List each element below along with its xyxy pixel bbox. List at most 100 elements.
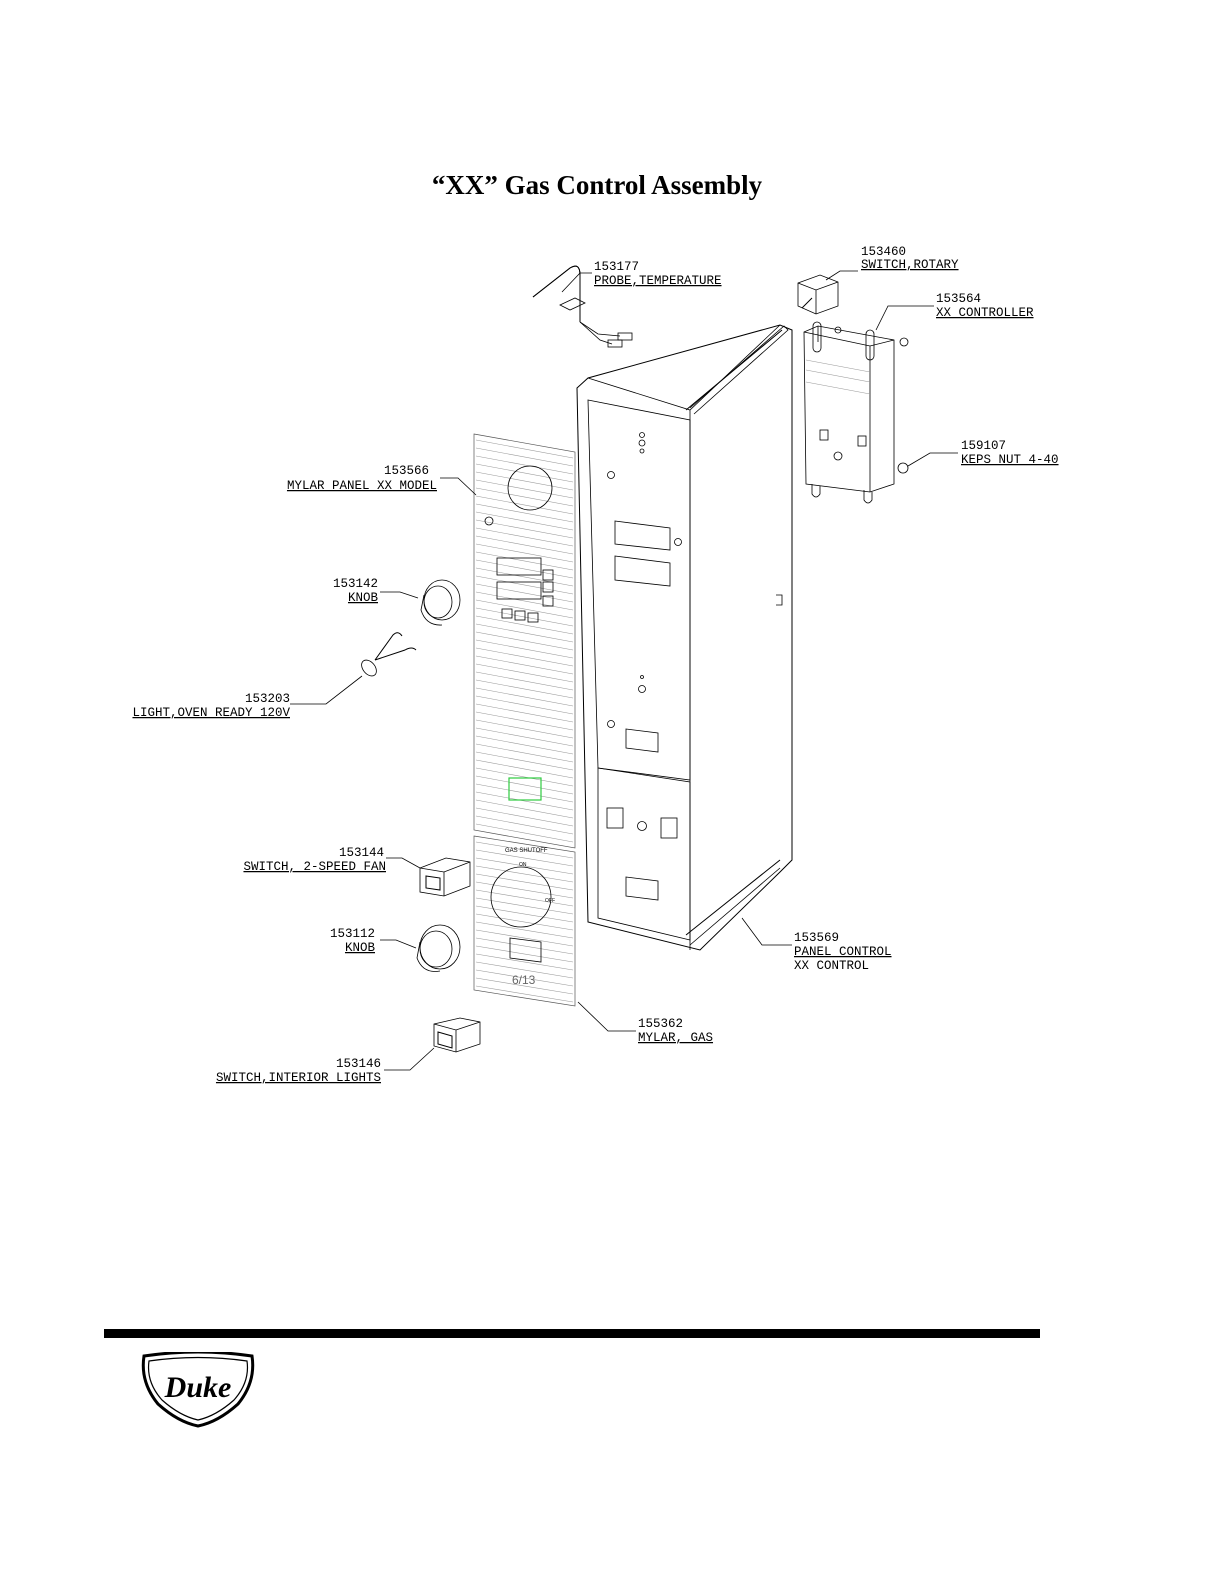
logo-text: Duke: [164, 1371, 232, 1404]
page-title: “XX” Gas Control Assembly: [431, 170, 763, 200]
panel-control-part: [576, 324, 793, 951]
panel-rib-line: [475, 937, 574, 955]
panel-rib-line: [475, 511, 574, 531]
callout-159107-desc: KEPS NUT 4-40: [961, 453, 1059, 467]
panel-rib-line: [475, 631, 574, 651]
temperature-probe-part: [532, 265, 633, 348]
panel-rib-line: [475, 857, 574, 875]
panel-rib-line: [475, 471, 574, 491]
panel-rib-line: [475, 639, 574, 659]
panel-rib-line: [475, 727, 574, 747]
gas-shutoff-label: GAS SHUTOFF: [505, 848, 548, 854]
part-callouts: 153177 PROBE,TEMPERATURE 153460 SWITCH,R…: [132, 245, 1058, 1085]
panel-rib-line: [475, 759, 574, 779]
panel-rib-line: [475, 647, 574, 667]
panel-rib-line: [475, 479, 574, 499]
callout-153203-desc: LIGHT,OVEN READY 120V: [132, 706, 290, 720]
panel-rib-line: [475, 463, 574, 483]
callout-153569-desc2: XX CONTROL: [794, 959, 869, 973]
callout-153177-desc: PROBE,TEMPERATURE: [594, 274, 722, 288]
panel-rib-line: [475, 849, 574, 867]
panel-rib-line: [475, 695, 574, 715]
panel-rib-line: [475, 945, 574, 963]
panel-rib-line: [475, 655, 574, 675]
panel-rib-line: [475, 841, 574, 859]
panel-rib-line: [475, 599, 574, 619]
panel-rib-line: [475, 905, 574, 923]
callout-155362-desc: MYLAR, GAS: [638, 1031, 713, 1045]
panel-rib-line: [475, 767, 574, 787]
callout-153566-number: 153566: [384, 464, 429, 478]
callout-153564-desc: XX CONTROLLER: [936, 306, 1034, 320]
panel-rib-line: [475, 679, 574, 699]
panel-rib-line: [475, 591, 574, 611]
panel-rib-line: [475, 897, 574, 915]
panel-rib-line: [475, 783, 574, 803]
callout-159107-number: 159107: [961, 439, 1006, 453]
panel-rib-line: [475, 913, 574, 931]
panel-rib-line: [475, 543, 574, 563]
off-label: OFF: [545, 898, 555, 904]
panel-rib-line: [475, 815, 574, 835]
panel-rib-line: [475, 873, 574, 891]
panel-rib-line: [475, 503, 574, 523]
duke-logo: Duke: [141, 1352, 255, 1428]
mylar-gas-part: GAS SHUTOFF ON OFF 6/13: [473, 835, 576, 1007]
panel-rib-line: [475, 439, 574, 459]
callout-153144-desc: SWITCH, 2-SPEED FAN: [243, 860, 386, 874]
on-label: ON: [519, 862, 527, 868]
panel-rib-line: [475, 687, 574, 707]
callout-153569-desc: PANEL CONTROL: [794, 945, 892, 959]
panel-rib-line: [475, 985, 574, 1003]
panel-rib-line: [475, 865, 574, 883]
panel-rib-line: [475, 807, 574, 827]
panel-rib-line: [475, 663, 574, 683]
controller-box-part: [803, 321, 909, 504]
oven-ready-light-part: [361, 632, 417, 677]
callout-153569-number: 153569: [794, 931, 839, 945]
panel-rib-line: [475, 823, 574, 843]
panel-rib-line: [475, 751, 574, 771]
panel-rib-line: [475, 743, 574, 763]
panel-rib-line: [475, 969, 574, 987]
panel-rib-line: [475, 711, 574, 731]
panel-rib-line: [475, 623, 574, 643]
panel-rib-line: [475, 921, 574, 939]
callout-153142-number: 153142: [333, 577, 378, 591]
knob-upper-part: [420, 579, 461, 626]
panel-rib-line: [475, 495, 574, 515]
panel-rib-line: [475, 977, 574, 995]
keps-nut-part: [897, 462, 909, 474]
panel-rib-line: [475, 615, 574, 635]
panel-rib-line: [475, 519, 574, 539]
panel-rib-line: [475, 735, 574, 755]
footer-rule: [104, 1329, 1040, 1338]
rotary-switch-part: [797, 274, 839, 315]
callout-153203-number: 153203: [245, 692, 290, 706]
callout-153146-number: 153146: [336, 1057, 381, 1071]
panel-rib-line: [475, 791, 574, 811]
callout-155362-number: 155362: [638, 1017, 683, 1031]
mylar-panel-xx-part: [473, 433, 576, 849]
panel-rib-line: [475, 527, 574, 547]
panel-rib-line: [475, 719, 574, 739]
callout-153144-number: 153144: [339, 846, 384, 860]
callout-153460-desc: SWITCH,ROTARY: [861, 258, 959, 272]
panel-rib-line: [475, 559, 574, 579]
fan-switch-part: [419, 857, 471, 897]
panel-rib-line: [475, 535, 574, 555]
panel-rib-line: [475, 455, 574, 475]
panel-rib-line: [475, 583, 574, 603]
panel-rib-line: [475, 487, 574, 507]
panel-rib-line: [475, 551, 574, 571]
callout-153112-desc: KNOB: [345, 941, 376, 955]
knob-lower-part: [416, 924, 461, 972]
panel-rib-line: [475, 775, 574, 795]
interior-lights-switch-part: [433, 1017, 481, 1053]
panel-rib-line: [475, 889, 574, 907]
callout-153177-number: 153177: [594, 260, 639, 274]
callout-153566-desc: MYLAR PANEL XX MODEL: [287, 479, 437, 493]
panel-rib-line: [475, 671, 574, 691]
date-code-label: 6/13: [512, 973, 536, 987]
